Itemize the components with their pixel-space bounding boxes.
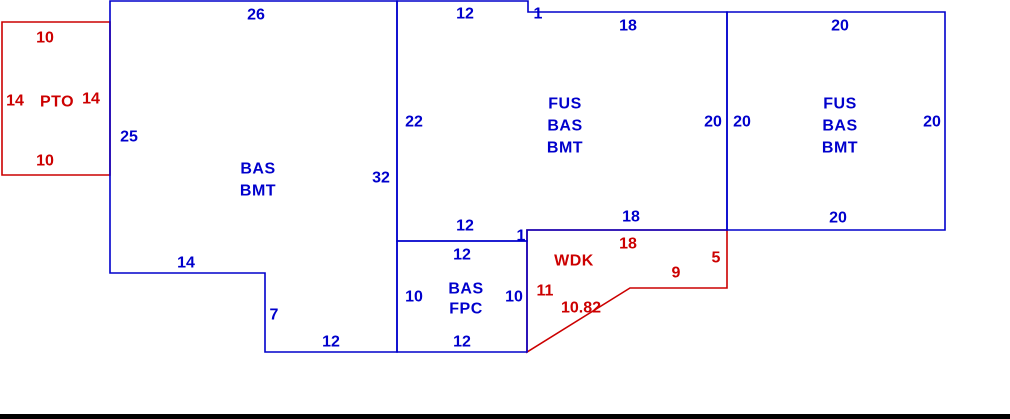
dimension-label: 7	[270, 307, 279, 324]
area-label: BMT	[240, 183, 276, 200]
dimension-label: 12	[453, 247, 471, 264]
area-label: BAS	[240, 161, 275, 178]
dimension-label: 10	[36, 30, 54, 47]
area-label: FUS	[823, 96, 857, 113]
dimension-label: 12	[456, 6, 474, 23]
dimension-label: 10.82	[561, 300, 601, 317]
dimension-label: 1	[517, 228, 526, 245]
dimension-label: 10	[405, 289, 423, 306]
dimension-label: 20	[831, 18, 849, 35]
dimension-label: 20	[829, 210, 847, 227]
dimension-label: 5	[712, 250, 721, 267]
area-label: PTO	[40, 94, 74, 111]
dimension-label: 22	[405, 114, 423, 131]
dimension-label: 11	[537, 283, 554, 300]
dimension-label: 18	[619, 236, 637, 253]
area-label: BAS	[448, 281, 483, 298]
area-label: BAS	[822, 118, 857, 135]
dimension-label: 14	[177, 255, 195, 272]
dimension-label: 25	[120, 129, 138, 146]
area-label: WDK	[554, 253, 594, 270]
dimension-label: 18	[622, 209, 640, 226]
dimension-label: 14	[82, 91, 100, 108]
dimension-label: 20	[923, 114, 941, 131]
area-label: FPC	[449, 301, 483, 318]
area-label: BMT	[547, 140, 583, 157]
dimension-label: 18	[619, 18, 637, 35]
dimension-label: 32	[372, 170, 390, 187]
dimension-label: 1	[534, 6, 543, 23]
window-bottom-border	[0, 414, 1010, 419]
dimension-label: 12	[322, 334, 340, 351]
dimension-label: 14	[6, 93, 24, 110]
area-label: BMT	[822, 140, 858, 157]
area-label: FUS	[548, 96, 582, 113]
dimension-label: 9	[672, 265, 681, 282]
dimension-label: 10	[505, 289, 523, 306]
dimension-label: 26	[247, 7, 265, 24]
dimension-label: 12	[456, 218, 474, 235]
dimension-label: 10	[36, 153, 54, 170]
area-outline-bas-fpc	[396, 240, 528, 353]
dimension-label: 20	[704, 114, 722, 131]
area-label: BAS	[547, 118, 582, 135]
dimension-label: 12	[453, 334, 471, 351]
area-outline-fus-bas-bmt-right	[726, 11, 946, 231]
dimension-label: 20	[733, 114, 751, 131]
